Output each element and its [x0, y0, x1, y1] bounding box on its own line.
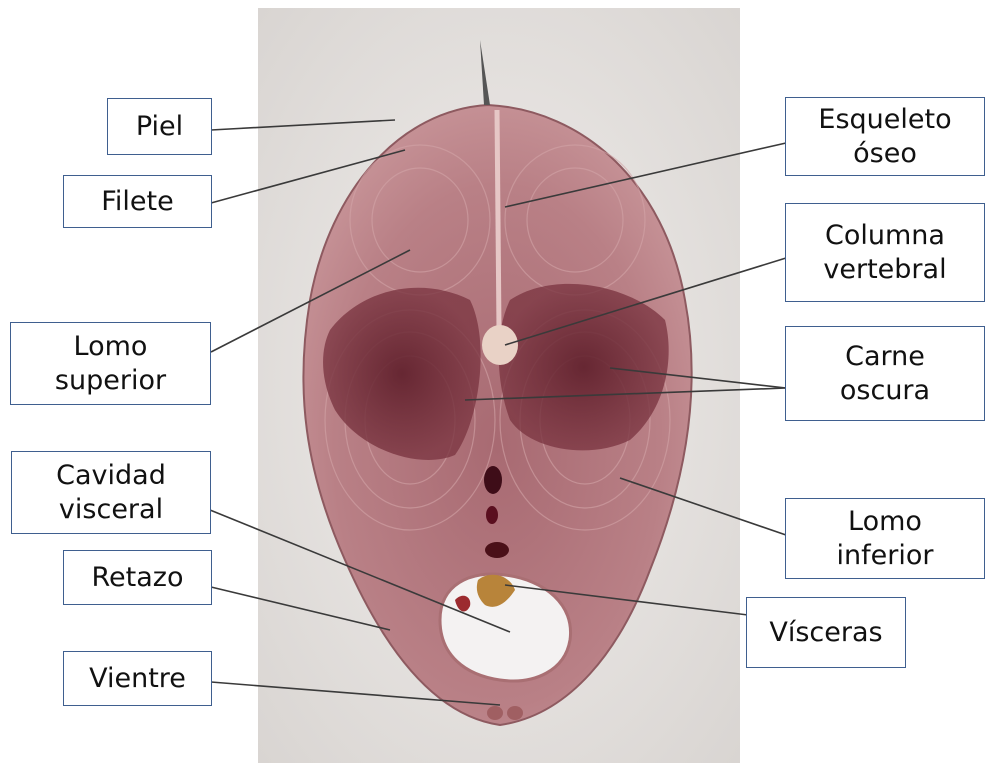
- label-retazo: Retazo: [63, 550, 212, 605]
- dark-meat-right: [499, 284, 669, 450]
- label-visceras: Vísceras: [746, 597, 906, 668]
- label-columna-vertebral: Columna vertebral: [785, 203, 985, 302]
- dorsal-bone-line: [497, 110, 499, 330]
- label-lomo-superior: Lomo superior: [10, 322, 211, 405]
- vertebra: [482, 325, 518, 365]
- label-esqueleto-oseo: Esqueleto óseo: [785, 97, 985, 176]
- label-filete: Filete: [63, 175, 212, 228]
- label-piel: Piel: [107, 98, 212, 155]
- label-vientre: Vientre: [63, 651, 212, 706]
- label-carne-oscura: Carne oscura: [785, 326, 985, 421]
- label-cavidad-visceral: Cavidad visceral: [11, 451, 211, 534]
- label-lomo-inferior: Lomo inferior: [785, 498, 985, 579]
